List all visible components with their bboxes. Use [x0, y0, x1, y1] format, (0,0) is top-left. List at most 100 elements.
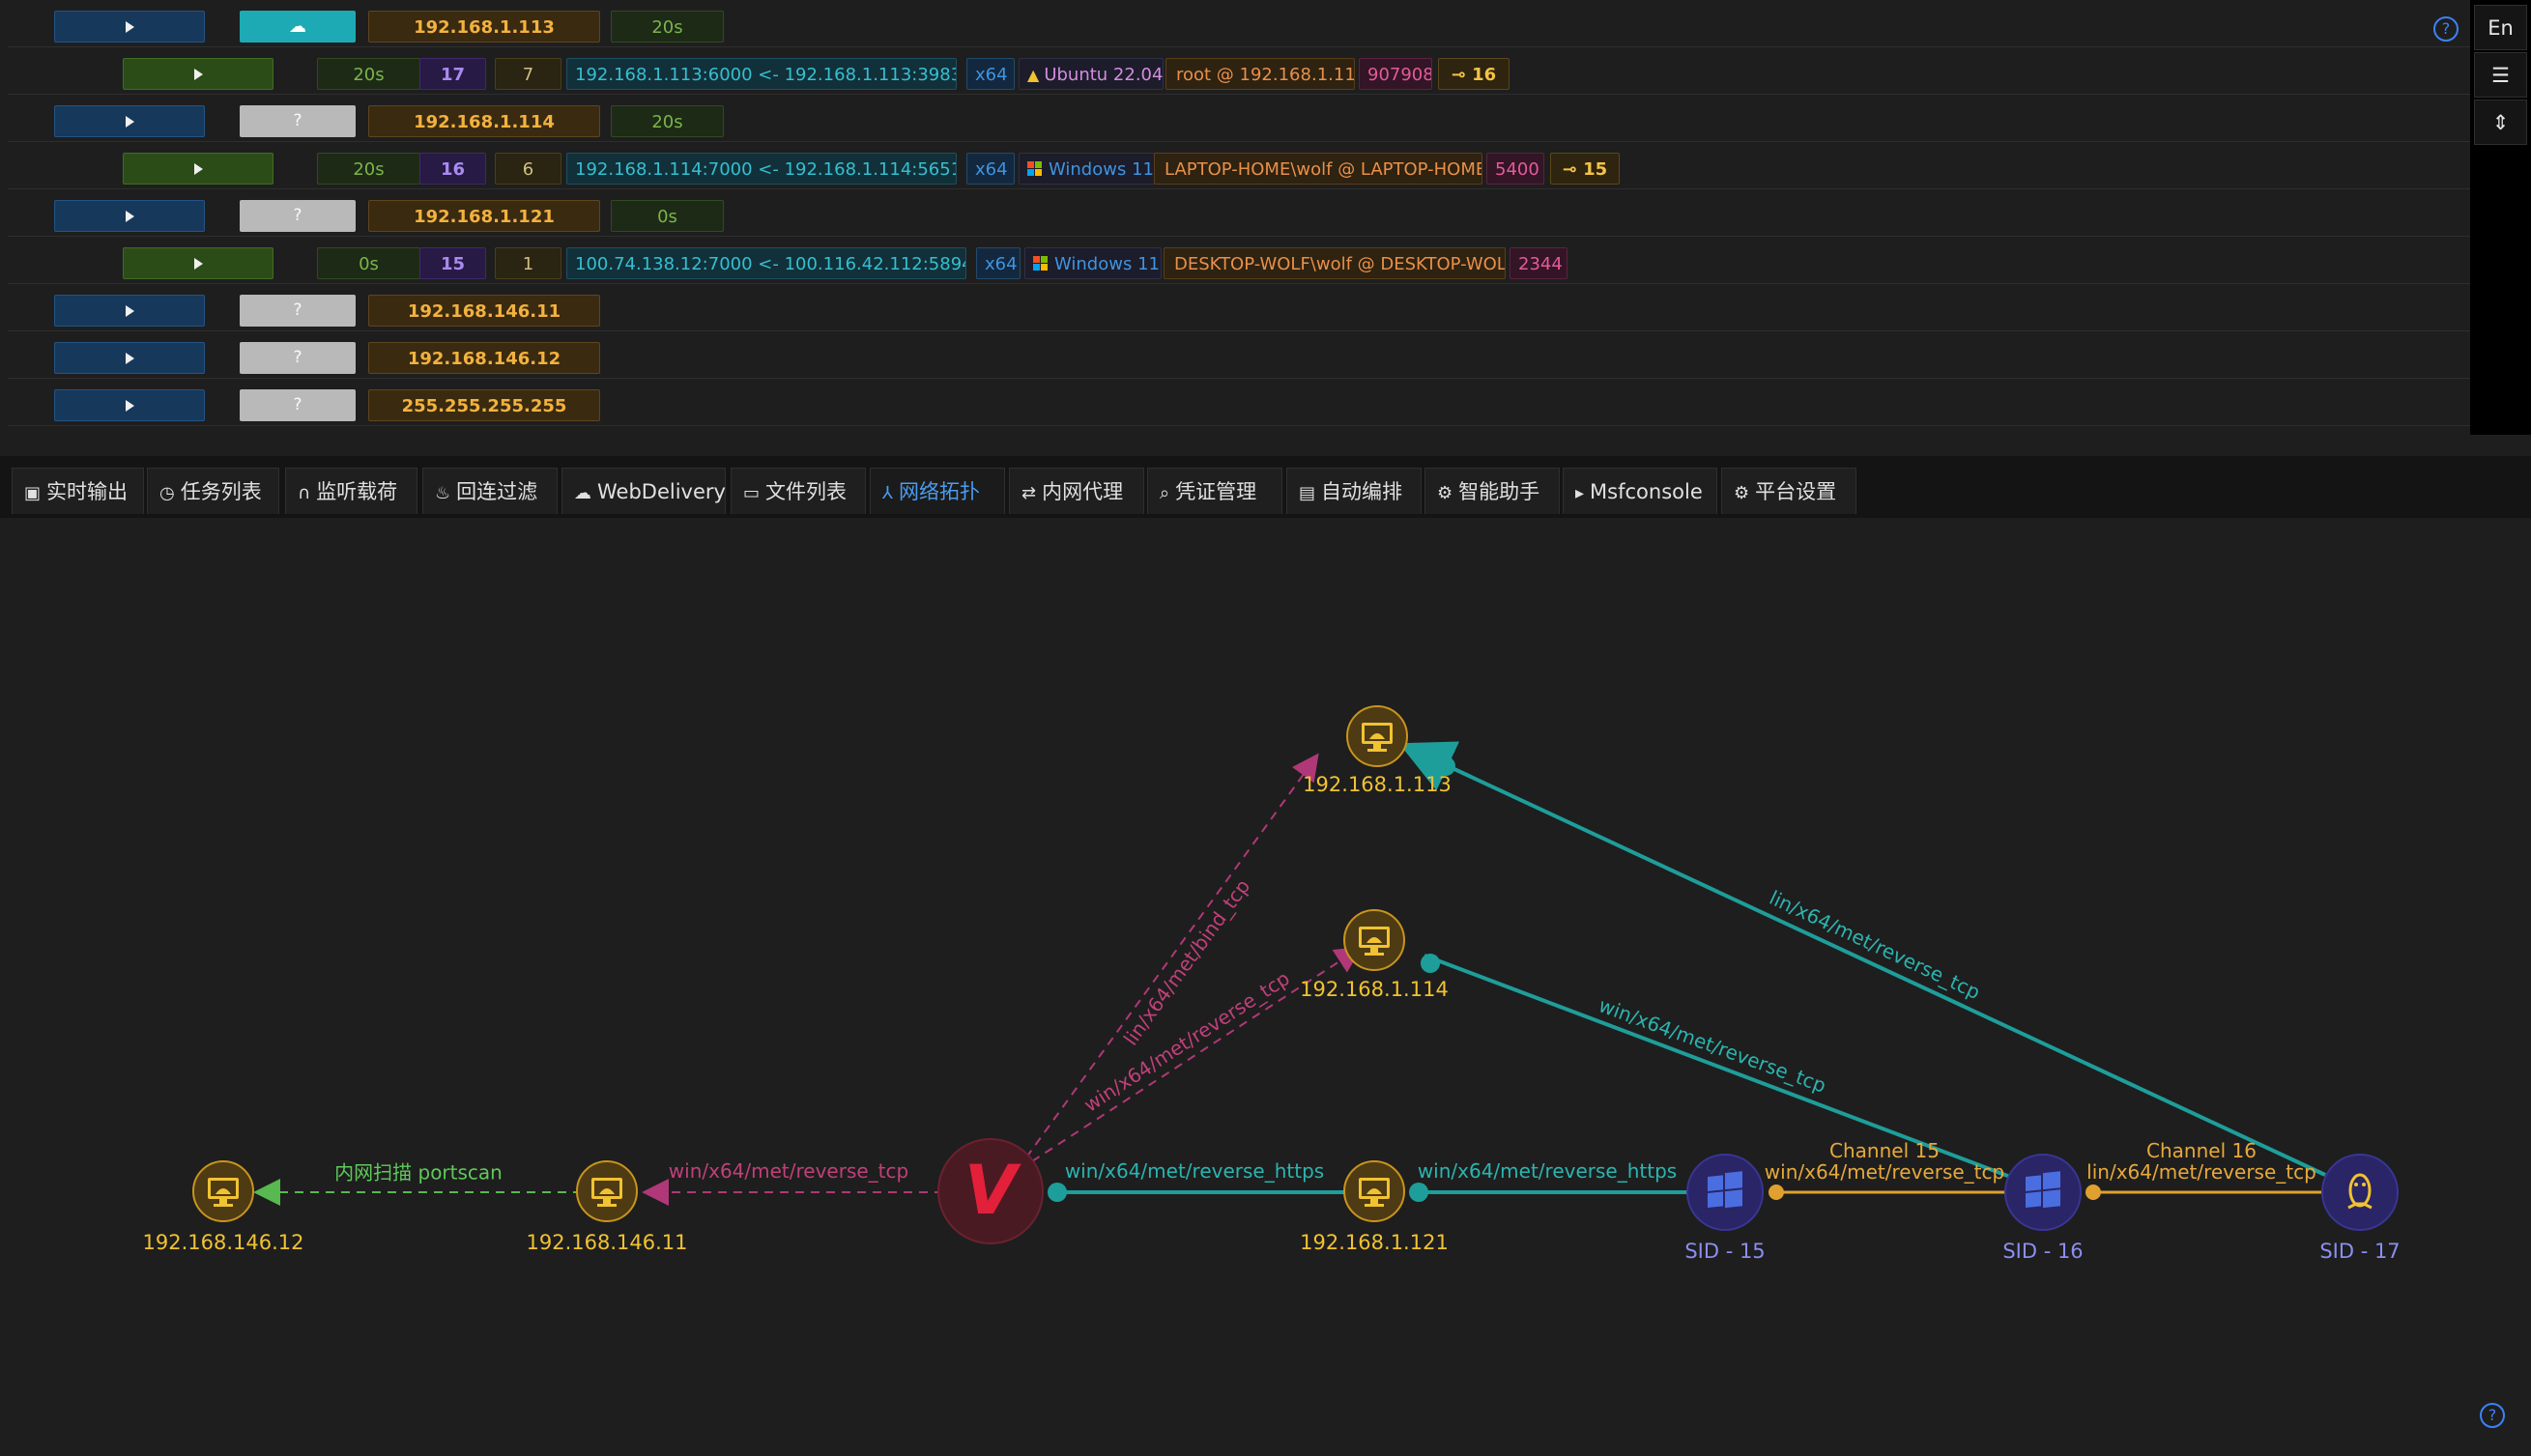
session-node[interactable]: [1686, 1154, 1764, 1231]
expand-button[interactable]: [123, 58, 273, 90]
expand-button[interactable]: [54, 105, 205, 137]
tab-auto-orchestration[interactable]: ▤自动编排: [1286, 468, 1422, 514]
expand-button[interactable]: [54, 200, 205, 232]
edge-endpoint: [1436, 757, 1455, 776]
tab-bar: ▣实时输出 ◷任务列表 ∩监听载荷 ♨回连过滤 ☁WebDelivery ▭文件…: [0, 456, 2531, 518]
monitor-icon[interactable]: [576, 1160, 638, 1222]
tab-platform-settings[interactable]: ⚙平台设置: [1721, 468, 1856, 514]
v-logo: V: [964, 1151, 1018, 1230]
tab-webdelivery[interactable]: ☁WebDelivery: [561, 468, 726, 514]
tab-label: 平台设置: [1755, 480, 1837, 503]
session-label: SID - 15: [1684, 1240, 1766, 1263]
edge-label: win/x64/met/reverse_https: [1064, 1159, 1325, 1183]
host-row[interactable]: ? 192.168.1.114 20s: [8, 95, 2470, 142]
assistant-icon: ⚙: [1437, 483, 1453, 503]
session-age: 0s: [317, 247, 420, 279]
expand-button[interactable]: [54, 295, 205, 327]
tab-label: 任务列表: [180, 480, 262, 503]
edge-reverse-tcp-114[interactable]: [1031, 946, 1363, 1162]
tab-intranet-proxy[interactable]: ⇄内网代理: [1009, 468, 1144, 514]
tab-label: WebDelivery: [597, 480, 726, 503]
latency-value: 16: [1472, 65, 1497, 85]
tab-credentials[interactable]: ⌕凭证管理: [1147, 468, 1282, 514]
server-node[interactable]: V: [937, 1138, 1044, 1244]
edge-bind-tcp[interactable]: [1025, 753, 1319, 1158]
expand-button[interactable]: [123, 247, 273, 279]
session-os: Windows 11: [1019, 153, 1156, 185]
monitor-icon[interactable]: [1343, 1160, 1405, 1222]
host-row[interactable]: ? 255.255.255.255: [8, 379, 2470, 426]
caret-right-icon: [125, 399, 134, 412]
node-label: 192.168.1.113: [1303, 773, 1452, 796]
edge-lin-reverse-tcp[interactable]: [1398, 741, 2326, 1177]
edge-endpoint: [1421, 954, 1440, 973]
host-row[interactable]: ☁ 192.168.1.113 20s: [8, 0, 2470, 47]
session-node[interactable]: [2004, 1154, 2082, 1231]
language-button[interactable]: En: [2474, 5, 2527, 50]
session-row[interactable]: 0s 15 1 100.74.138.12:7000 <- 100.116.42…: [8, 237, 2470, 284]
host-row[interactable]: ? 192.168.146.11: [8, 284, 2470, 331]
expand-button[interactable]: [123, 153, 273, 185]
headphones-icon: ∩: [298, 483, 311, 503]
monitor-icon[interactable]: [1343, 909, 1405, 971]
expand-button[interactable]: [54, 389, 205, 421]
session-row[interactable]: 20s 17 7 192.168.1.113:6000 <- 192.168.1…: [8, 47, 2470, 95]
help-icon[interactable]: ?: [2480, 1403, 2505, 1428]
list-icon[interactable]: ☰: [2474, 52, 2527, 98]
session-age: 20s: [317, 153, 420, 185]
session-id: 17: [419, 58, 486, 90]
windows-icon: [1027, 160, 1043, 177]
tab-label: 网络拓扑: [899, 480, 980, 503]
channel-payload: lin/x64/met/reverse_tcp: [2086, 1160, 2316, 1184]
tab-listeners[interactable]: ∩监听载荷: [285, 468, 417, 514]
key-search-icon: ⌕: [1160, 483, 1170, 503]
linux-icon: ▲: [1027, 66, 1040, 84]
session-node[interactable]: [2321, 1154, 2399, 1231]
tab-msfconsole[interactable]: ▸Msfconsole: [1563, 468, 1717, 514]
session-arch: x64: [976, 247, 1021, 279]
session-connection: 192.168.1.114:7000 <- 192.168.1.114:5651…: [566, 153, 957, 185]
edge-endpoint: [1409, 1183, 1428, 1202]
monitor-icon[interactable]: [192, 1160, 254, 1222]
edge-label: Channel 16 lin/x64/met/reverse_tcp: [2086, 1140, 2316, 1183]
key-icon: ⊸: [1562, 159, 1584, 180]
host-row[interactable]: ? 192.168.146.12: [8, 331, 2470, 379]
tab-network-topology[interactable]: ⅄网络拓扑: [870, 468, 1005, 514]
expand-button[interactable]: [54, 342, 205, 374]
tab-task-list[interactable]: ◷任务列表: [147, 468, 279, 514]
tab-label: 回连过滤: [456, 480, 538, 503]
tab-callback-filter[interactable]: ♨回连过滤: [422, 468, 558, 514]
caret-right-icon: [193, 257, 203, 270]
host-ip: 192.168.1.113: [368, 11, 600, 43]
tab-ai-assistant[interactable]: ⚙智能助手: [1424, 468, 1560, 514]
host-ip: 192.168.146.12: [368, 342, 600, 374]
session-os: Windows 11: [1024, 247, 1162, 279]
help-icon[interactable]: ?: [2433, 16, 2459, 42]
session-row[interactable]: 20s 16 6 192.168.1.114:7000 <- 192.168.1…: [8, 142, 2470, 189]
windows-icon: [2026, 1171, 2060, 1209]
edge-label: win/x64/met/reverse_https: [1417, 1159, 1678, 1183]
robot-icon: ▤: [1299, 483, 1316, 503]
node-label: 192.168.146.11: [526, 1231, 688, 1254]
latency-value: 15: [1583, 159, 1608, 180]
caret-right-icon: [193, 68, 203, 80]
edge-label: Channel 15 win/x64/met/reverse_tcp: [1765, 1140, 2004, 1183]
history-icon: ◷: [159, 483, 175, 503]
tab-label: Msfconsole: [1590, 480, 1703, 503]
monitor-icon[interactable]: [1346, 705, 1408, 767]
host-row[interactable]: ? 192.168.1.121 0s: [8, 189, 2470, 237]
session-count: 7: [495, 58, 561, 90]
session-count: 6: [495, 153, 561, 185]
tab-label: 凭证管理: [1175, 480, 1257, 503]
tab-file-list[interactable]: ▭文件列表: [731, 468, 866, 514]
expand-button[interactable]: [54, 11, 205, 43]
edge-win-reverse-tcp[interactable]: [1424, 954, 2011, 1179]
split-icon[interactable]: ⇕: [2474, 100, 2527, 145]
caret-right-icon: [125, 210, 134, 222]
tab-realtime-output[interactable]: ▣实时输出: [12, 468, 144, 514]
topology-canvas[interactable]: 192.168.1.113 192.168.1.114 192.168.1.12…: [8, 518, 2523, 1447]
caret-right-icon: [193, 162, 203, 175]
session-latency: ⊸ 16: [1438, 58, 1510, 90]
session-pid: 2344: [1510, 247, 1567, 279]
caret-right-icon: [125, 20, 134, 33]
